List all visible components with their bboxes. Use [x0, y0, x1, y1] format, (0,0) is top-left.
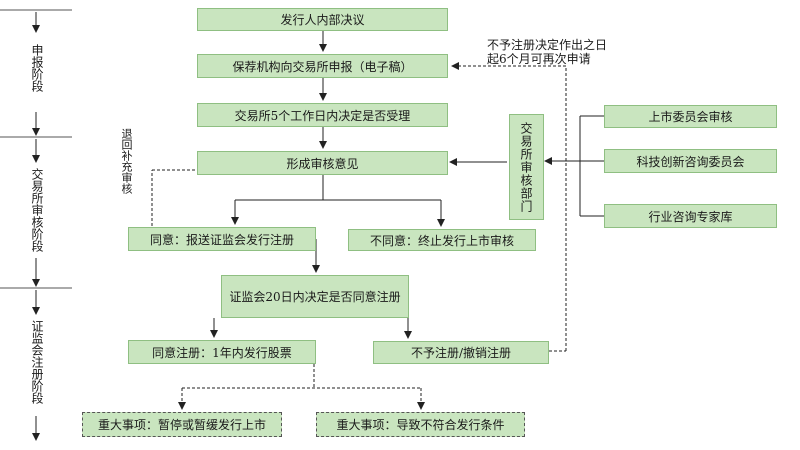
note-return-supplement: 退回补充审核 [120, 128, 133, 194]
box-issuer-resolution: 发行人内部决议 [197, 8, 448, 31]
box-major-suspend: 重大事项：暂停或暂缓发行上市 [82, 412, 282, 437]
stage-label-exchange-review: 交易所审核阶段 [30, 168, 44, 252]
box-disagree-terminate: 不同意：终止发行上市审核 [348, 229, 536, 251]
box-sponsor-submit: 保荐机构向交易所申报（电子稿） [197, 54, 448, 78]
box-csrc-decision: 证监会20日内决定是否同意注册 [221, 275, 409, 318]
box-reject-register: 不予注册/撤销注册 [373, 341, 549, 364]
box-tech-committee: 科技创新咨询委员会 [604, 149, 777, 173]
box-expert-pool: 行业咨询专家库 [604, 204, 777, 228]
note-resubmit: 不予注册决定作出之日 起6个月可再次申请 [487, 38, 607, 66]
box-review-dept: 交易所审核部门 [509, 114, 544, 220]
note-resubmit-line-2: 起6个月可再次申请 [487, 52, 591, 66]
note-resubmit-line-1: 不予注册决定作出之日 [487, 38, 608, 52]
stage-label-filing: 申报阶段 [30, 44, 44, 92]
box-listing-committee: 上市委员会审核 [604, 105, 777, 128]
box-review-opinion: 形成审核意见 [197, 151, 448, 175]
stage-label-csrc-registration: 证监会注册阶段 [30, 320, 44, 404]
box-agree-register: 同意注册：1年内发行股票 [128, 340, 316, 364]
box-major-noncompliant: 重大事项：导致不符合发行条件 [316, 412, 525, 437]
box-accept-decision: 交易所5个工作日内决定是否受理 [197, 103, 448, 127]
box-agree-submit: 同意：报送证监会发行注册 [128, 227, 316, 251]
